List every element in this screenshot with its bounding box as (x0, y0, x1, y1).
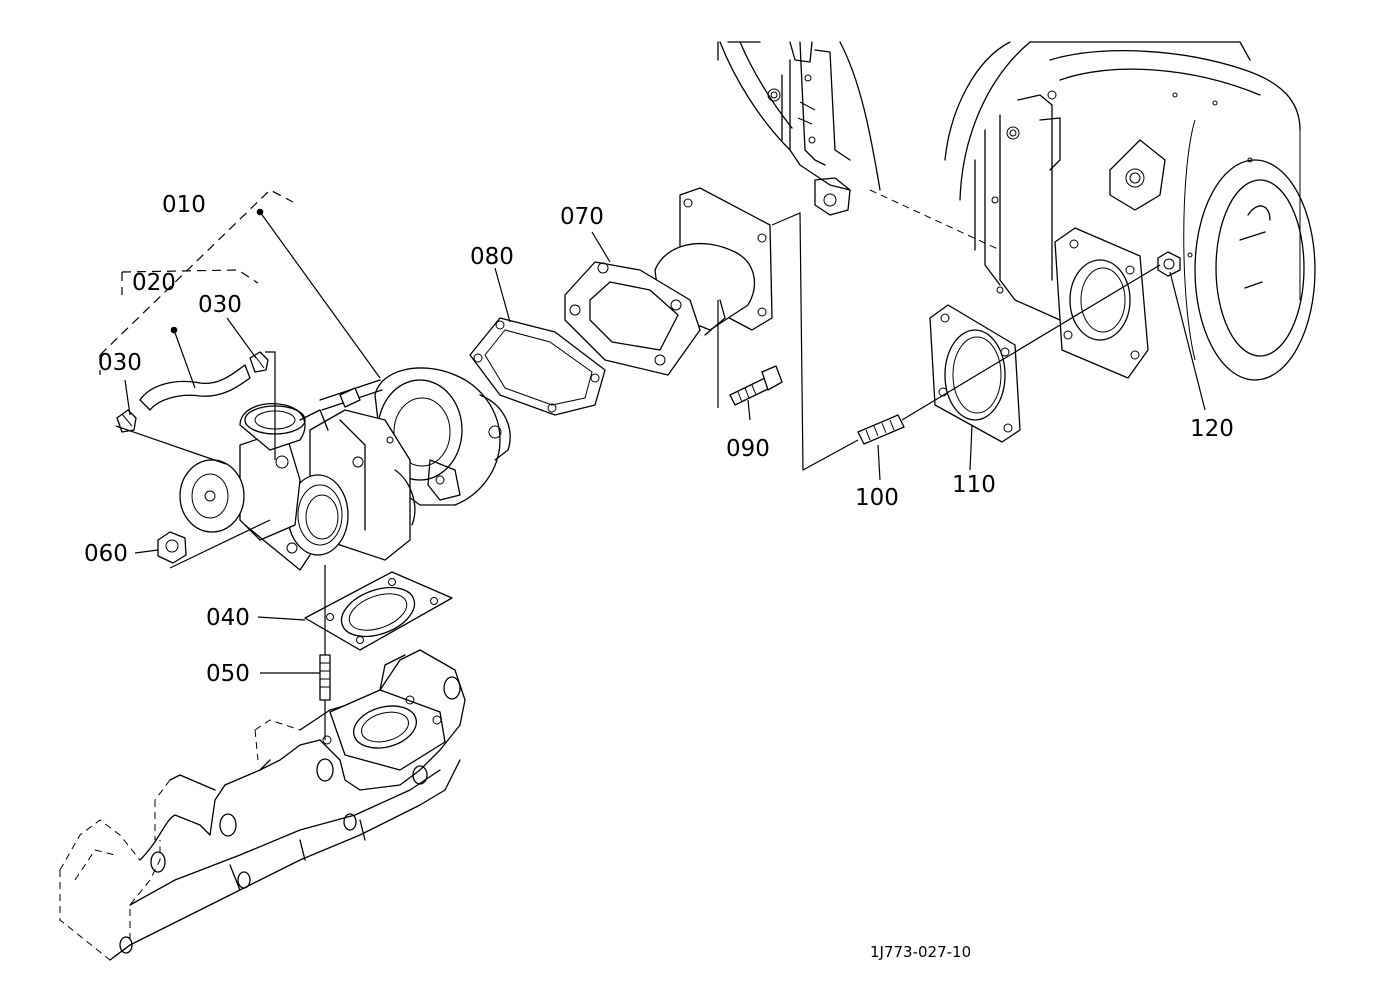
drawing-code: 1J773-027-10 (870, 943, 971, 961)
part-070-connector-pipe (564, 187, 773, 376)
leader-lines (99, 189, 1206, 740)
label-070: 070 (560, 204, 604, 230)
label-080: 080 (470, 244, 514, 270)
part-030-clamp-right (249, 351, 269, 373)
exhaust-manifold (59, 649, 466, 961)
label-020: 020 (132, 270, 176, 296)
label-030: 030 (198, 292, 242, 318)
dpf-housing-right (944, 41, 1316, 381)
part-110-gasket (929, 304, 1021, 443)
part-labels: 010 020 030 030 040 050 060 070 080 090 … (84, 192, 1234, 961)
label-110: 110 (952, 472, 996, 498)
part-050-stud (319, 654, 331, 701)
label-090: 090 (726, 436, 770, 462)
part-100-stud (857, 414, 905, 445)
part-090-bolt (729, 365, 783, 406)
part-060-nut (157, 531, 187, 564)
label-050: 050 (206, 661, 250, 687)
dpf-housing-left (717, 41, 881, 216)
label-030: 030 (98, 350, 142, 376)
label-120: 120 (1190, 416, 1234, 442)
label-010: 010 (162, 192, 206, 218)
label-060: 060 (84, 541, 128, 567)
label-040: 040 (206, 605, 250, 631)
part-010-turbocharger (179, 367, 511, 571)
part-040-gasket (304, 571, 453, 651)
label-100: 100 (855, 485, 899, 511)
part-030-clamp-left (116, 409, 137, 433)
part-120-nut (1157, 251, 1181, 277)
